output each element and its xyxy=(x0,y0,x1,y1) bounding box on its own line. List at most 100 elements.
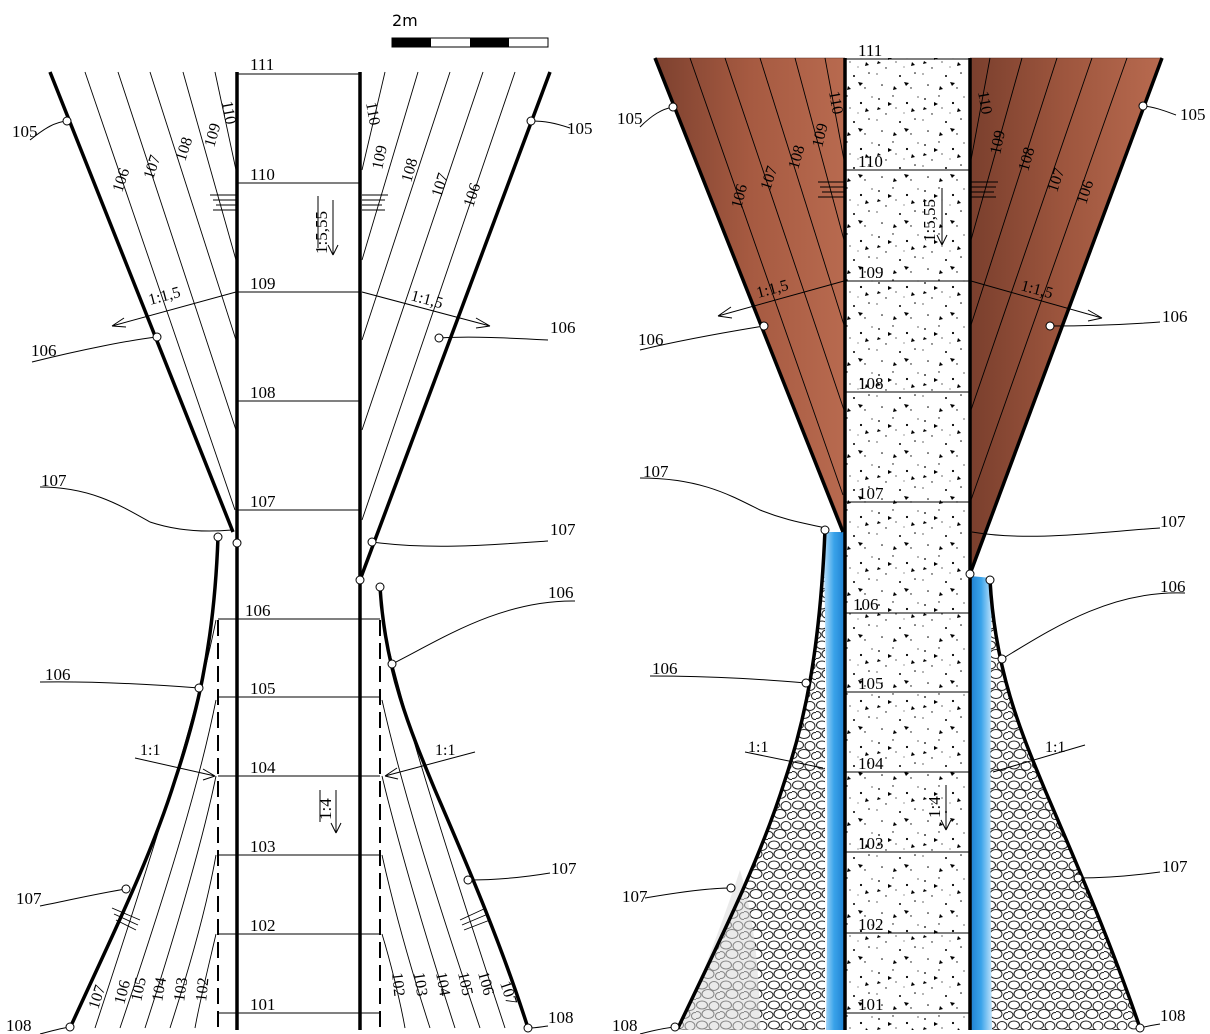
contour-label: 108 xyxy=(173,135,197,163)
contour-label: 110 xyxy=(218,100,239,126)
level-label: 102 xyxy=(858,915,884,934)
callout-label: 105 xyxy=(567,119,593,138)
contour-label: 107 xyxy=(1045,166,1069,194)
callout-label: 106 xyxy=(45,665,71,684)
callout-label: 108 xyxy=(1160,1006,1186,1025)
channel-slope-upper: 1:5,55 xyxy=(312,196,339,256)
contour-label: 109 xyxy=(809,122,831,149)
contour-label: 108 xyxy=(1016,145,1039,173)
level-label: 110 xyxy=(858,152,883,171)
contour-label: 110 xyxy=(825,90,846,116)
contour-label: 104 xyxy=(149,976,170,1003)
callout-label: 107 xyxy=(16,889,42,908)
level-label: 101 xyxy=(250,995,276,1014)
level-label: 107 xyxy=(250,492,276,511)
bank-slope-label: 1:1 xyxy=(435,742,455,759)
contour-label: 108 xyxy=(786,143,809,171)
level-label: 107 xyxy=(858,484,884,503)
callout-label: 108 xyxy=(548,1008,574,1027)
contour-label: 107 xyxy=(758,164,782,192)
callout-label: 107 xyxy=(41,471,67,490)
contour-label: 102 xyxy=(388,972,407,998)
right-level-labels: 111 110 109 108 107 106 105 104 103 102 … xyxy=(853,41,884,1014)
level-label: 103 xyxy=(250,837,276,856)
callout-label: 106 xyxy=(1162,307,1188,326)
level-label: 108 xyxy=(250,383,276,402)
callout-label: 107 xyxy=(1160,512,1186,531)
contour-label: 107 xyxy=(429,171,453,199)
level-label: 104 xyxy=(250,758,276,777)
level-label: 104 xyxy=(858,754,884,773)
scale-bar-label: 2m xyxy=(392,11,418,30)
right-channel-slope-upper: 1:5,55 xyxy=(920,188,948,246)
left-callout-labels: 105 105 106 106 107 107 106 106 107 107 … xyxy=(6,119,593,1034)
scale-bar: 2m xyxy=(391,11,549,48)
bank-slope-label: 1:1 xyxy=(748,739,768,756)
level-label: 108 xyxy=(858,374,884,393)
level-label: 111 xyxy=(250,55,274,74)
callout-label: 106 xyxy=(652,659,678,678)
callout-label: 108 xyxy=(612,1016,638,1034)
callout-label: 106 xyxy=(1160,577,1186,596)
slope-label: 1:5,55 xyxy=(920,199,939,242)
level-label: 101 xyxy=(858,995,884,1014)
callout-label: 108 xyxy=(6,1016,32,1034)
left-upper-contour-labels: 106 107 108 109 110 110 109 108 107 106 xyxy=(110,100,485,209)
left-view: 111 110 109 108 107 106 105 104 103 102 … xyxy=(6,55,593,1034)
contour-label: 109 xyxy=(987,129,1009,156)
callout-label: 105 xyxy=(617,109,643,128)
bank-slope-lower-right: 1:1 xyxy=(384,742,476,780)
contour-label: 106 xyxy=(728,182,751,210)
slope-label: 1:5,55 xyxy=(312,211,331,254)
right-channel-slope-lower: 1:4 xyxy=(925,785,952,831)
level-label: 109 xyxy=(250,274,276,293)
slope-label: 1:4 xyxy=(925,796,944,818)
right-bank-slope-lower-left: 1:1 xyxy=(744,739,824,769)
level-label: 105 xyxy=(250,679,276,698)
contour-label: 110 xyxy=(362,101,383,127)
level-label: 105 xyxy=(858,674,884,693)
contour-label: 104 xyxy=(432,971,453,998)
bank-slope-label: 1:1 xyxy=(140,742,160,759)
callout-label: 106 xyxy=(31,341,57,360)
level-label: 111 xyxy=(858,41,882,60)
callout-label: 107 xyxy=(1162,857,1188,876)
callout-label: 107 xyxy=(622,887,648,906)
callout-label: 106 xyxy=(548,583,574,602)
bank-slope-upper-right: 1:1,5 xyxy=(361,287,491,329)
callout-label: 106 xyxy=(550,318,576,337)
bank-slope-label: 1:1,5 xyxy=(147,284,183,309)
contour-label: 107 xyxy=(141,153,165,181)
bank-slope-label: 1:1,5 xyxy=(409,287,445,312)
contour-label: 106 xyxy=(461,181,485,209)
contour-label: 107 xyxy=(496,979,520,1007)
level-label: 102 xyxy=(250,916,276,935)
level-label: 109 xyxy=(858,263,884,282)
callout-label: 107 xyxy=(550,520,576,539)
contour-label: 106 xyxy=(474,970,497,998)
callout-label: 107 xyxy=(551,859,577,878)
contour-label: 103 xyxy=(410,971,430,997)
right-bank-slope-lower-right: 1:1 xyxy=(992,739,1086,773)
contour-label: 110 xyxy=(974,90,995,116)
contour-label: 106 xyxy=(1074,178,1098,206)
contour-label: 109 xyxy=(369,144,391,171)
bank-slope-lower-left: 1:1 xyxy=(134,742,216,781)
level-label: 103 xyxy=(858,834,884,853)
bank-slope-label: 1:1 xyxy=(1045,739,1065,756)
left-lower-contour-labels: 107 106 105 104 103 102 102 103 104 105 … xyxy=(86,970,520,1012)
contour-label: 103 xyxy=(171,976,191,1002)
callout-label: 107 xyxy=(643,462,669,481)
contour-label: 106 xyxy=(111,978,134,1006)
contour-label: 108 xyxy=(399,156,422,184)
contour-label: 107 xyxy=(86,983,110,1011)
contour-label: 102 xyxy=(193,977,212,1003)
contour-label: 105 xyxy=(128,976,150,1003)
level-label: 106 xyxy=(853,595,879,614)
right-callout-labels: 105 105 106 106 107 107 106 106 107 107 … xyxy=(612,105,1206,1034)
callout-label: 106 xyxy=(638,330,664,349)
right-view: 111 110 109 108 107 106 105 104 103 102 … xyxy=(612,41,1206,1034)
contour-label: 106 xyxy=(110,166,134,194)
callout-label: 105 xyxy=(1180,105,1206,124)
